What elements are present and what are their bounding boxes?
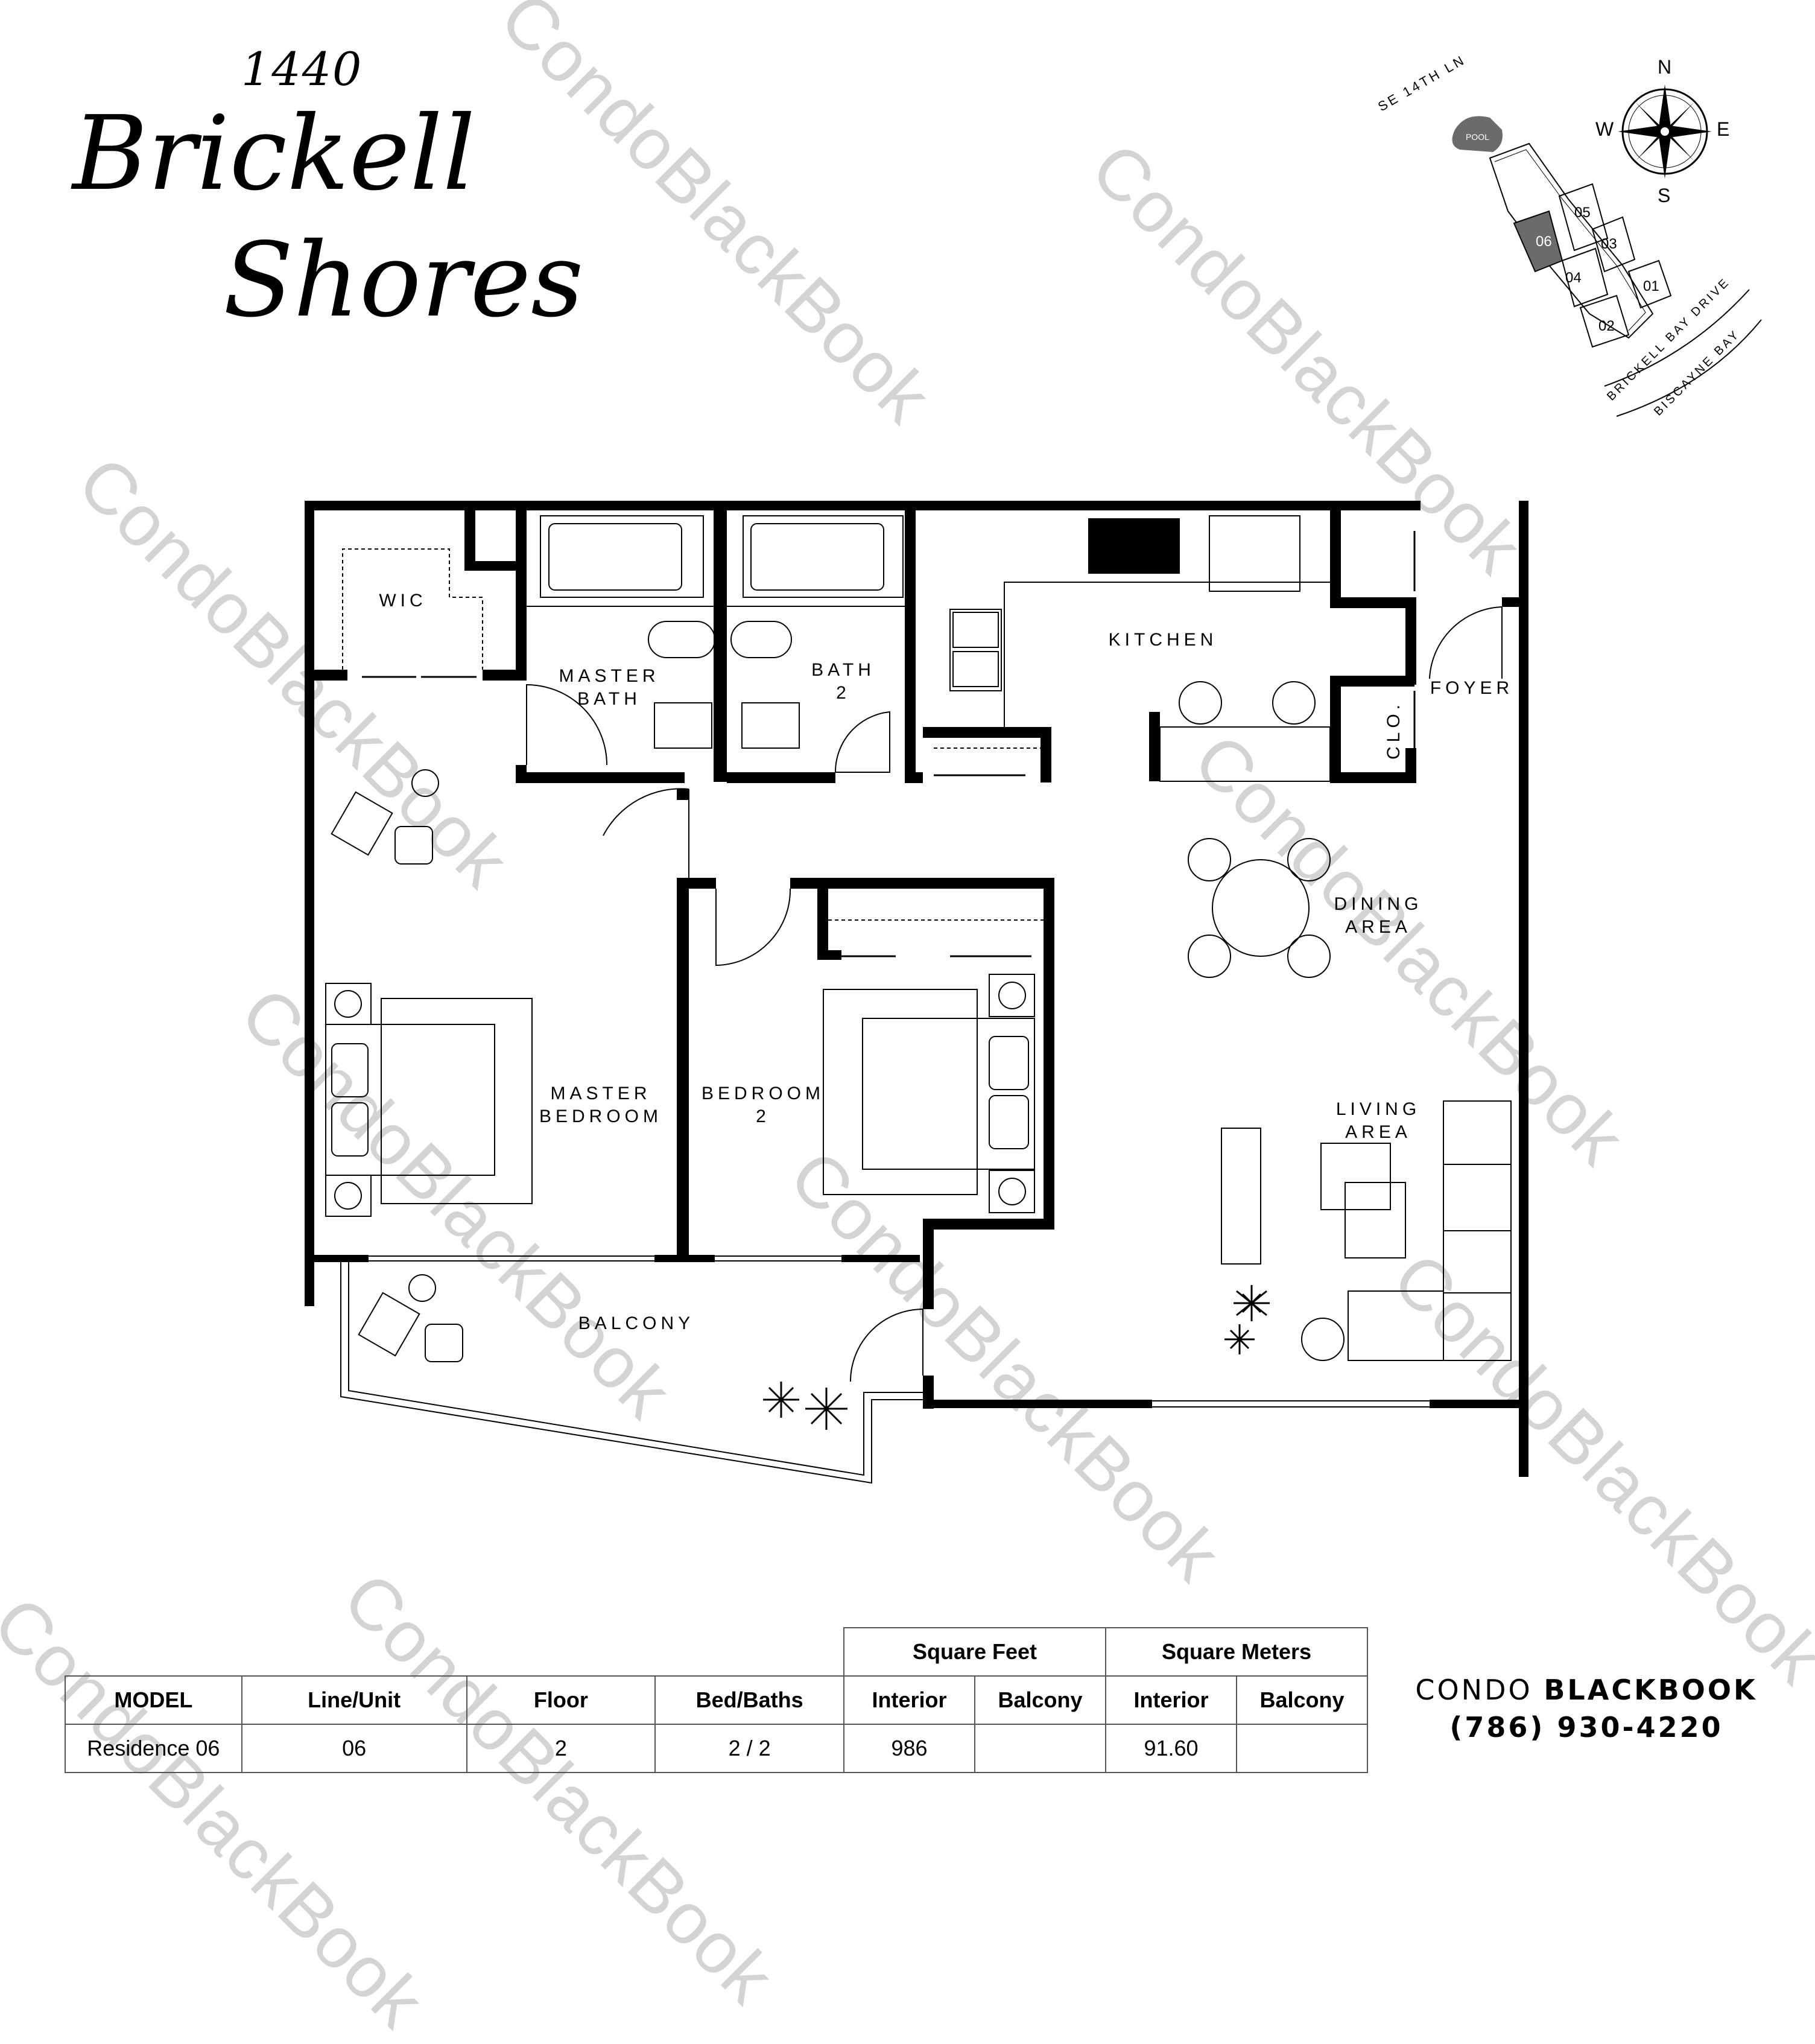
unit-03-label: 03 <box>1601 236 1617 252</box>
brand-name: CONDO BLACKBOOK <box>1415 1674 1758 1706</box>
kitchen-island <box>1159 726 1331 782</box>
cooktop-icon <box>1088 518 1180 574</box>
floor-plan-drawing: SE 14TH LN POOL 05 06 03 04 01 02 BRICKE… <box>305 52 1762 1484</box>
balcony-outline <box>340 1262 923 1484</box>
compass-w: W <box>1595 118 1614 140</box>
col-header: Interior <box>1105 1675 1237 1725</box>
room-label-closet: CLO. <box>1384 700 1404 760</box>
logo-number: 1440 <box>241 42 363 96</box>
cell-model: Residence 06 <box>65 1724 242 1773</box>
sliding-closet-doors <box>362 531 1416 957</box>
cell-floor: 2 <box>466 1724 656 1773</box>
plant-icon <box>763 1285 1270 1430</box>
room-label-master-bedroom: BEDROOM <box>539 1106 662 1126</box>
compass-n: N <box>1658 56 1671 78</box>
col-header: Line/Unit <box>241 1675 467 1725</box>
room-label-balcony: BALCONY <box>578 1313 694 1333</box>
armchair-icon <box>331 769 463 1362</box>
master-bed-icon <box>325 983 533 1217</box>
bed2-icon <box>823 974 1035 1213</box>
brand-phone: (786) 930-4220 <box>1449 1711 1723 1744</box>
unit-01-label: 01 <box>1643 278 1659 294</box>
pool-shape <box>1452 116 1503 152</box>
cell-unit: 06 <box>241 1724 467 1773</box>
unit-05-label: 05 <box>1574 205 1591 221</box>
unit-04-label: 04 <box>1565 270 1582 286</box>
room-label-living: AREA <box>1345 1122 1411 1142</box>
room-label-kitchen: KITCHEN <box>1109 630 1218 650</box>
windows <box>369 1255 1430 1408</box>
spec-table: Square Feet Square Meters MODEL Line/Uni… <box>65 1627 1368 1773</box>
living-furniture <box>1221 1100 1512 1361</box>
sink-icon <box>949 609 1002 691</box>
table-row: Residence 06 06 2 2 / 2 986 91.60 <box>65 1724 1368 1773</box>
room-label-dining: DINING <box>1334 894 1423 914</box>
room-label-bath2: 2 <box>836 683 850 703</box>
group-header-sqft: Square Feet <box>843 1627 1106 1677</box>
doors <box>526 606 1503 1382</box>
kitchen-fixtures <box>949 515 1331 782</box>
site-map: SE 14TH LN POOL 05 06 03 04 01 02 BRICKE… <box>1375 52 1762 419</box>
dining-table-icon <box>1188 838 1331 978</box>
tv-console <box>1221 1128 1261 1265</box>
pool-label: POOL <box>1466 132 1489 142</box>
fridge-icon <box>1209 515 1300 592</box>
brand-block: CONDO BLACKBOOK (786) 930-4220 <box>1381 1671 1791 1746</box>
unit-06-label: 06 <box>1536 233 1552 250</box>
col-header: Bed/Baths <box>654 1675 844 1725</box>
col-header: Balcony <box>974 1675 1106 1725</box>
room-label-master-bath: MASTER <box>559 666 659 686</box>
col-header: Interior <box>843 1675 975 1725</box>
bathtub-icon <box>516 515 905 749</box>
room-label-master-bedroom: MASTER <box>550 1084 651 1103</box>
room-label-living: LIVING <box>1336 1099 1421 1119</box>
compass-icon <box>1618 84 1712 179</box>
unit-02-label: 02 <box>1598 318 1615 334</box>
cell-sqft-interior: 986 <box>843 1724 975 1773</box>
col-header: Balcony <box>1236 1675 1368 1725</box>
logo-line2: Shores <box>223 221 584 340</box>
site-street-label: SE 14TH LN <box>1375 52 1468 114</box>
compass-e: E <box>1717 118 1729 140</box>
col-header: Floor <box>466 1675 656 1725</box>
room-label-master-bath: BATH <box>577 689 641 709</box>
room-label-bath2: BATH <box>811 660 875 680</box>
drive-label: BRICKELL BAY DRIVE <box>1604 275 1732 403</box>
room-label-bedroom2: 2 <box>756 1106 770 1126</box>
room-label-bedroom2: BEDROOM <box>702 1084 825 1103</box>
compass-s: S <box>1658 185 1670 206</box>
group-header-sqm: Square Meters <box>1105 1627 1368 1677</box>
walls <box>305 501 1528 1477</box>
room-label-wic: WIC <box>379 591 426 611</box>
cell-sqm-interior: 91.60 <box>1105 1724 1237 1773</box>
logo-line1: Brickell <box>72 94 476 214</box>
room-label-foyer: FOYER <box>1430 678 1513 698</box>
cell-sqft-balcony <box>974 1724 1106 1773</box>
cell-bedbaths: 2 / 2 <box>654 1724 844 1773</box>
room-label-dining: AREA <box>1345 917 1411 937</box>
closet-rails <box>342 548 1044 921</box>
col-header: MODEL <box>65 1675 242 1725</box>
cell-sqm-balcony <box>1236 1724 1368 1773</box>
